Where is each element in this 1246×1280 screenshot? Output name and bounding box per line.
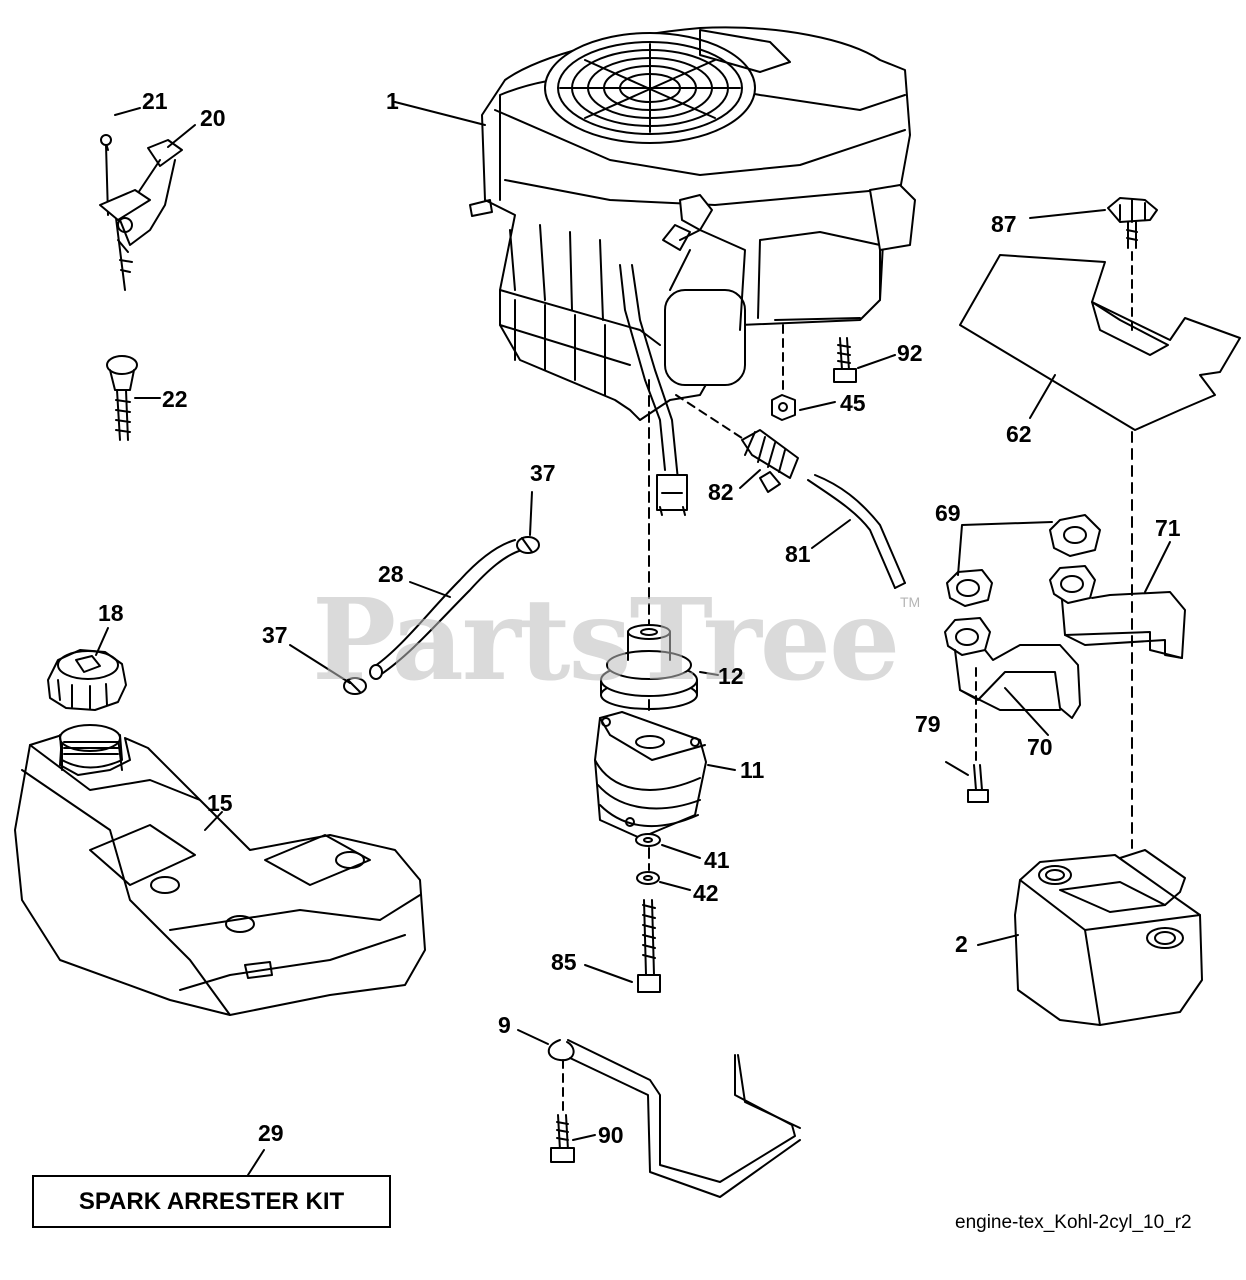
leader-21 [114,107,141,116]
callout-2: 2 [955,931,968,957]
leader-71 [1144,541,1171,593]
fuel-tank-part-15 [14,724,426,1016]
callout-15: 15 [207,790,233,816]
spark-arrester-kit-box: SPARK ARRESTER KIT [32,1175,391,1228]
callout-11: 11 [740,757,765,783]
nut-part-45 [771,394,796,421]
bolt-part-79 [967,764,989,803]
leader-37a [529,491,533,536]
fuel-path-axis [675,394,746,441]
callout-18: 18 [98,600,124,626]
leader-92 [857,354,896,369]
leader-82 [739,469,761,489]
callout-22: 22 [162,386,188,412]
choke-knob-part-22 [106,355,138,441]
callout-45: 45 [840,390,866,416]
leader-12 [699,671,719,676]
leader-18 [95,627,109,656]
bolt-part-92 [833,337,857,383]
leader-42 [659,881,691,891]
callout-41: 41 [704,847,730,873]
leader-45 [799,401,836,411]
washer-part-42 [636,871,660,885]
callout-85: 85 [551,949,577,975]
leader-37b [289,644,351,684]
leader-41 [661,844,701,859]
leader-2 [977,934,1019,946]
leader-85 [584,964,633,983]
callout-37-top: 37 [530,460,556,486]
leader-81 [811,519,851,549]
heat-shield-part-62 [959,254,1241,431]
pulley-part-12 [600,624,698,710]
callout-87: 87 [991,211,1017,237]
callout-62: 62 [1006,421,1032,447]
callout-71: 71 [1155,515,1181,541]
diagram-reference-code: engine-tex_Kohl-2cyl_10_r2 [955,1212,1192,1233]
bolt-part-90 [550,1114,575,1163]
fuel-line-part-28 [369,539,523,680]
fuel-filter-part-82 [741,429,799,493]
leader-90 [572,1134,596,1141]
callout-69: 69 [935,500,961,526]
exhaust-pipe-part-71 [1049,565,1186,659]
clutch-part-11 [594,711,707,839]
leader-29 [247,1149,265,1176]
leader-1 [394,101,486,126]
leader-69 [957,521,1053,576]
callout-21: 21 [142,88,168,114]
leader-87 [1029,209,1106,219]
callout-37-left: 37 [262,622,288,648]
callout-92: 92 [897,340,923,366]
washer-part-41 [635,833,661,847]
leader-79 [945,761,969,776]
leader-9 [517,1029,549,1045]
gasket-part-69 [946,514,1101,607]
leader-28 [409,581,451,598]
leader-70 [1004,687,1049,736]
spark-arrester-kit-label: SPARK ARRESTER KIT [78,1187,345,1215]
leader-15 [204,811,223,831]
callout-42: 42 [693,880,719,906]
bracket-part-9 [547,1039,801,1198]
leader-62 [1029,374,1056,419]
callout-29: 29 [258,1120,284,1146]
leader-11 [707,764,736,771]
callout-1: 1 [386,88,399,114]
callout-79: 79 [915,711,941,737]
fuel-cap-part-18 [47,649,127,711]
leader-20 [167,124,196,148]
trademark-mark: TM [900,594,921,610]
fuel-line-part-81 [807,474,906,589]
callout-82: 82 [708,479,734,505]
bolt-part-85 [637,899,661,993]
linkage-part-20-21 [99,134,183,291]
callout-81: 81 [785,541,811,567]
bolt-part-87 [1107,197,1158,249]
callout-9: 9 [498,1012,511,1038]
exhaust-pipe-part-70 [944,617,1081,719]
callout-20: 20 [200,105,226,131]
callout-90: 90 [598,1122,624,1148]
callout-28: 28 [378,561,404,587]
muffler-part-2 [1014,849,1203,1026]
partstree-watermark: PartsTree [312,575,900,706]
callout-12: 12 [718,663,744,689]
engine-part-1 [469,26,916,516]
callout-70: 70 [1027,734,1053,760]
